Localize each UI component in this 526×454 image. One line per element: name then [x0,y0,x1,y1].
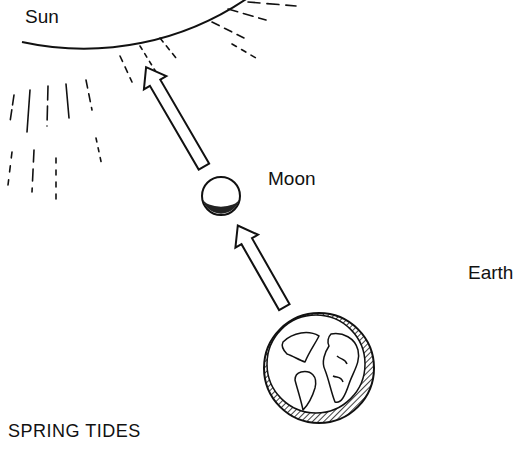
hollow-arrow [235,226,289,311]
caption: SPRING TIDES [8,420,141,442]
sun-edge [22,0,252,49]
sun-rays [8,2,296,200]
sun-node: Sun [0,0,250,62]
earth-shadow [264,313,374,423]
moon-shape [201,176,241,216]
hollow-arrow [144,67,209,169]
earth-shape [263,312,375,424]
earth-node: Earth [263,312,375,424]
earth-disc [267,315,365,413]
moon-outline [202,177,240,215]
moon-shadow [203,199,240,214]
body-label: Earth [468,262,513,284]
moon-node: Moon [201,176,241,216]
body-label: Moon [268,168,316,190]
continents [282,333,358,410]
body-label: Sun [25,6,59,28]
